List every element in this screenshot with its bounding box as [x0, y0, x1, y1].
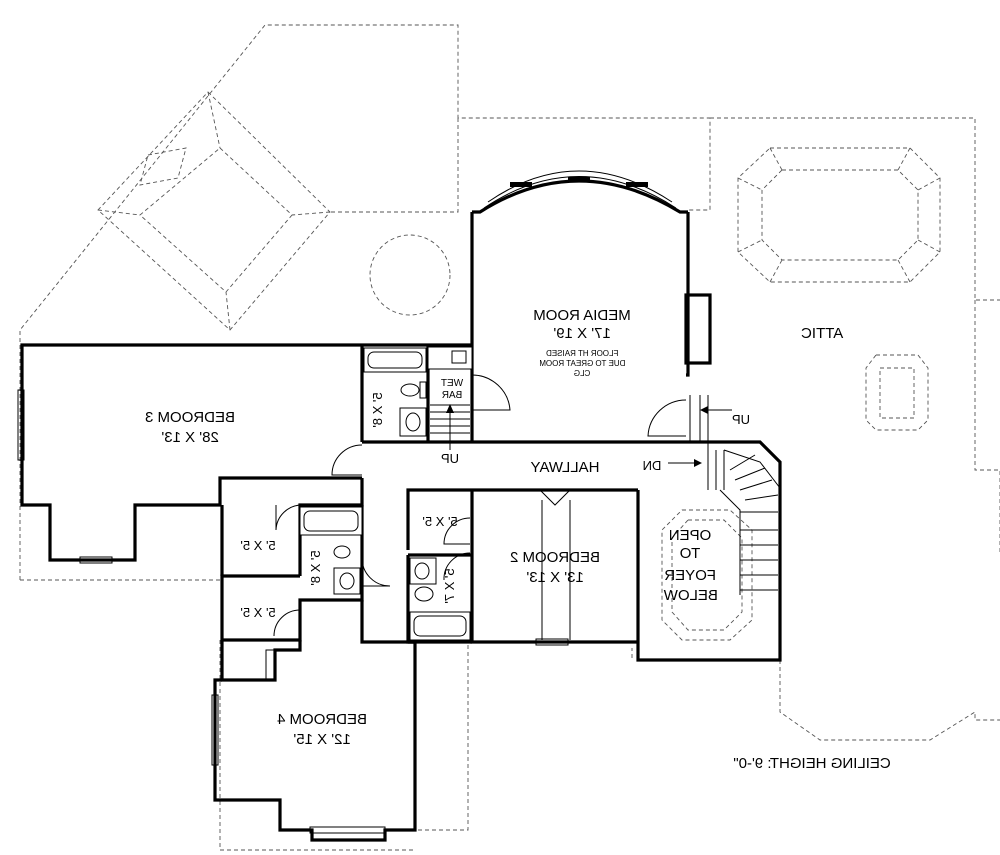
stairs	[430, 395, 781, 595]
bedroom-3-name: BEDROOM 3	[145, 409, 235, 426]
foyer-line-3: FOYER	[664, 567, 716, 584]
media-room-name: MEDIA ROOM	[533, 307, 631, 324]
bedroom-3-size: 28' X 13'	[161, 429, 219, 446]
stair-wetbar	[430, 404, 470, 450]
media-room-label: MEDIA ROOM 17' X 19' FLOOR HT RAISED DUE…	[533, 307, 631, 378]
attic-label: ATTIC	[801, 325, 843, 342]
hallway-label: HALLWAY	[531, 459, 600, 476]
bedroom-2-size: 13' X 13'	[526, 569, 584, 586]
closet-b3-size: 5' X 5'	[240, 538, 275, 553]
stair-up-wetbar-label: UP	[441, 451, 459, 466]
ceiling-height-note: CEILING HEIGHT: 9'-0"	[733, 755, 890, 772]
roof-outline	[19, 24, 1000, 851]
bedroom-4-name: BEDROOM 4	[277, 711, 367, 728]
bath-2-size: 5' X 7'	[442, 568, 457, 603]
foyer-line-2: TO	[680, 545, 701, 562]
bedroom-4-size: 12' X 15'	[293, 731, 351, 748]
media-bay-window	[472, 170, 688, 214]
bath-3-size: 5' X 8'	[370, 392, 385, 427]
foyer-line-4: BELOW	[663, 587, 718, 604]
stair-down-label: DN	[643, 458, 662, 473]
labels: MEDIA ROOM 17' X 19' FLOOR HT RAISED DUE…	[145, 307, 891, 772]
wet-bar-label-2: BAR	[442, 390, 463, 401]
media-room-note-2: DUE TO GREAT ROOM	[539, 359, 625, 368]
doors	[273, 374, 687, 640]
wet-bar-label-1: WET	[441, 378, 463, 389]
media-room-size: 17' X 19'	[553, 325, 611, 342]
media-room-note-1: FLOOR HT RAISED	[546, 349, 619, 358]
bath-shared-size: 5' X 8'	[308, 550, 323, 585]
closet-b4-size: 5' X 5'	[240, 605, 275, 620]
open-to-foyer-label: OPEN TO FOYER BELOW	[663, 527, 718, 604]
closet-b2-size: 5' X 5'	[422, 514, 457, 529]
bedroom-2-name: BEDROOM 2	[510, 549, 600, 566]
windows	[17, 389, 569, 834]
walls	[20, 212, 782, 842]
foyer-line-1: OPEN	[669, 527, 712, 544]
fixtures	[299, 346, 473, 641]
stair-up-main-label: UP	[732, 412, 750, 427]
stair-main	[668, 395, 781, 595]
media-room-note-3: CLG	[574, 369, 590, 378]
